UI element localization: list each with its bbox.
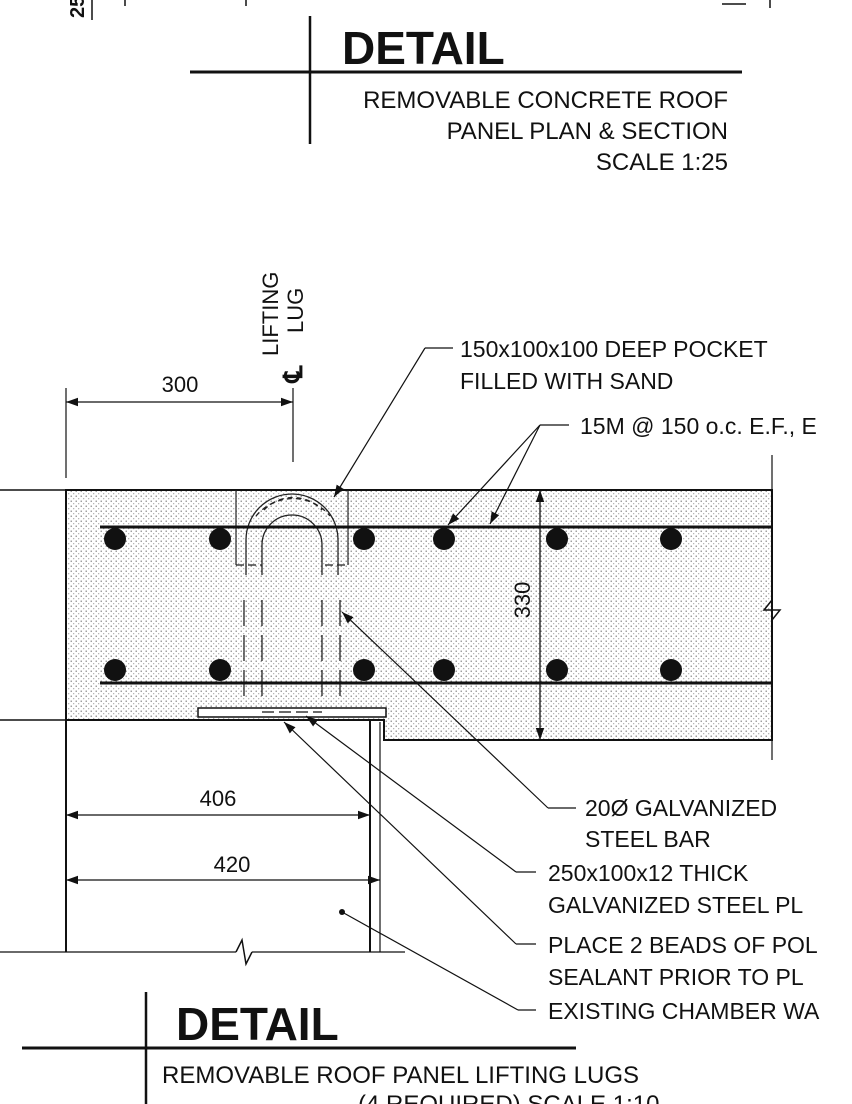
detail-title-1: DETAIL [342,22,505,74]
dimension-300: 300 [65,372,294,478]
dimension-300-label: 300 [162,372,199,397]
detail-subtitle-2-line1: REMOVABLE ROOF PANEL LIFTING LUGS [162,1062,639,1089]
leader-lines [283,347,576,1011]
annotation-notes: 150x100x100 DEEP POCKET FILLED WITH SAND… [460,336,820,1024]
detail-subtitle-1-line3: SCALE 1:25 [596,149,728,176]
note-pocket-line2: FILLED WITH SAND [460,368,673,394]
lifting-lug-label-line1: LIFTING [258,272,283,356]
note-plate-line2: GALVANIZED STEEL PL [548,892,803,918]
lifting-lug-centerline: ℄ LIFTING LUG [258,272,308,384]
top-edge-fragments [91,0,771,20]
note-sealant-line1: PLACE 2 BEADS OF POL [548,932,818,958]
note-bar-line2: STEEL BAR [585,826,711,852]
detail-title-block-1: DETAIL REMOVABLE CONCRETE ROOF PANEL PLA… [190,16,742,176]
lifting-lug-label-line2: LUG [283,288,308,333]
note-plate-line1: 250x100x12 THICK [548,860,749,886]
detail-subtitle-1-line1: REMOVABLE CONCRETE ROOF [363,87,728,114]
dimension-406-label: 406 [200,786,237,811]
dimension-330-label: 330 [510,582,535,619]
centerline-icon: ℄ [278,364,308,383]
note-wall: EXISTING CHAMBER WA [548,998,820,1024]
dimension-406: 406 [66,786,370,820]
note-sealant-line2: SEALANT PRIOR TO PL [548,964,804,990]
galvanized-steel-plate [197,707,387,718]
dimension-420-label: 420 [214,852,251,877]
detail-subtitle-2-line2: (4 REQUIRED) SCALE 1:10 [358,1091,659,1104]
concrete-roof-panel [0,455,782,760]
dimension-330: 330 [510,490,545,740]
note-pocket-line1: 150x100x100 DEEP POCKET [460,336,768,362]
existing-chamber-wall [0,720,405,967]
note-bar-line1: 20Ø GALVANIZED [585,795,777,821]
detail-subtitle-1-line2: PANEL PLAN & SECTION [447,118,728,145]
rebar-mat [100,525,772,685]
detail-title-2: DETAIL [176,998,339,1050]
detail-title-block-2: DETAIL REMOVABLE ROOF PANEL LIFTING LUGS… [22,992,659,1104]
dimension-420: 420 [66,852,380,885]
top-edge-label: 25 [67,0,89,18]
lifting-lug-bar [243,493,341,705]
note-rebar: 15M @ 150 o.c. E.F., E [580,413,817,439]
